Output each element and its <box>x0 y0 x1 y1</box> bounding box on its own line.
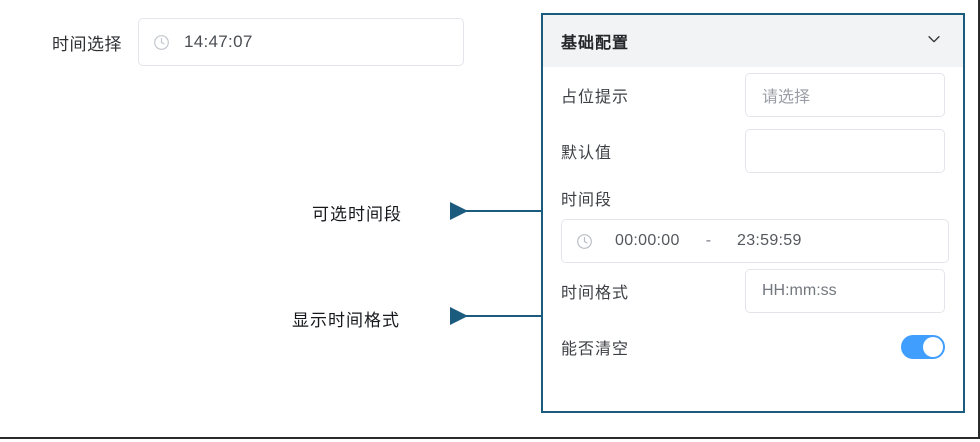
field-row-placeholder: 占位提示 请选择 <box>557 67 949 123</box>
time-picker-label: 时间选择 <box>52 34 122 54</box>
time-picker-value: 14:47:07 <box>184 32 253 51</box>
time-range-separator: - <box>705 232 712 249</box>
annotation-time-format-label: 显示时间格式 <box>292 311 400 330</box>
field-label-time-range: 时间段 <box>561 192 613 209</box>
field-label-clearable: 能否清空 <box>561 341 630 358</box>
bottom-frame-line <box>0 437 980 439</box>
time-picker-input[interactable]: 14:47:07 <box>138 18 464 66</box>
time-range-input[interactable]: 00:00:00 - 23:59:59 <box>561 219 949 263</box>
config-panel-title: 基础配置 <box>561 35 630 52</box>
config-panel-body: 占位提示 请选择 默认值 时间段 <box>543 67 963 375</box>
time-range-end: 23:59:59 <box>737 232 802 249</box>
field-row-time-format: 时间格式 HH:mm:ss <box>557 263 949 319</box>
time-format-input[interactable]: HH:mm:ss <box>745 269 945 313</box>
field-row-default-value: 默认值 <box>557 123 949 179</box>
clock-icon <box>153 34 170 51</box>
time-picker-preview: 时间选择 14:47:07 <box>52 18 464 66</box>
clock-icon <box>576 233 593 250</box>
field-label-time-format: 时间格式 <box>561 285 630 302</box>
field-row-clearable: 能否清空 <box>557 319 949 375</box>
field-label-default-value: 默认值 <box>561 145 613 162</box>
field-label-placeholder: 占位提示 <box>561 89 630 106</box>
annotation-time-range-label: 可选时间段 <box>312 205 402 224</box>
time-range-start: 00:00:00 <box>615 232 680 249</box>
config-panel-header[interactable]: 基础配置 <box>543 15 963 67</box>
field-row-time-range-label: 时间段 <box>557 179 949 217</box>
default-value-input[interactable] <box>745 129 945 173</box>
chevron-down-icon[interactable] <box>925 30 943 53</box>
placeholder-input[interactable]: 请选择 <box>745 73 945 117</box>
right-frame-line <box>978 0 980 438</box>
clearable-toggle[interactable] <box>901 335 945 359</box>
toggle-knob <box>923 337 943 357</box>
config-panel: 基础配置 占位提示 请选择 默认值 <box>541 13 965 413</box>
